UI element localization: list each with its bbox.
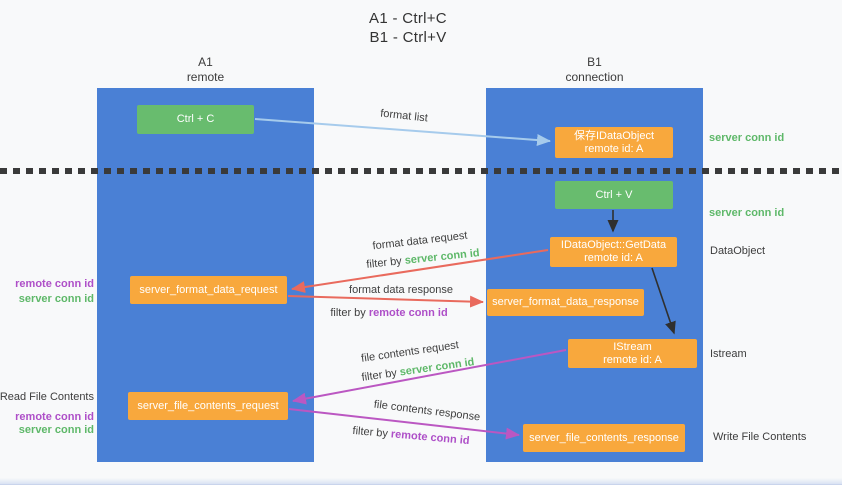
server-file-contents-response-label: server_file_contents_response xyxy=(529,431,679,444)
filter-by-text: filter by xyxy=(360,366,401,384)
label-read-file-contents: Read File Contents xyxy=(0,391,94,403)
node-server-format-data-request: server_format_data_request xyxy=(130,276,287,304)
title-line-1: A1 - Ctrl+C xyxy=(369,10,447,27)
remote-conn-id-text: remote conn id xyxy=(390,428,470,448)
page-bottom-edge xyxy=(0,478,842,485)
label-write-file-contents: Write File Contents xyxy=(713,431,807,443)
save-idataobject-line2: remote id: A xyxy=(584,142,644,155)
filter-by-text: filter by xyxy=(330,307,369,319)
node-ctrl-v: Ctrl + V xyxy=(555,181,673,209)
label-dataobject: DataObject xyxy=(710,245,766,257)
node-istream: IStream remote id: A xyxy=(568,339,697,368)
node-server-format-data-response: server_format_data_response xyxy=(487,289,644,316)
server-file-contents-request-label: server_file_contents_request xyxy=(137,399,279,412)
node-ctrl-c: Ctrl + C xyxy=(137,105,254,134)
node-save-idataobject: 保存IDataObject remote id: A xyxy=(555,127,673,158)
lane-b1-name: B1 xyxy=(587,55,602,69)
ctrl-v-label: Ctrl + V xyxy=(595,188,633,201)
filter-by-text: filter by xyxy=(365,254,406,271)
lane-b1-subtitle: connection xyxy=(565,70,624,84)
arrow-format-data-response xyxy=(287,295,484,308)
title-line-2: B1 - Ctrl+V xyxy=(369,29,447,46)
filter-by-text: filter by xyxy=(352,424,392,441)
label-filter-by-remote-conn-id-2: filter by remote conn id xyxy=(352,425,470,447)
istream-line1: IStream xyxy=(613,340,652,353)
node-server-file-contents-response: server_file_contents_response xyxy=(523,424,685,452)
session-divider-line xyxy=(0,168,842,174)
label-server-conn-id-left-2: server conn id xyxy=(18,424,94,436)
label-server-conn-id-left-1: server conn id xyxy=(18,293,94,305)
ctrl-c-label: Ctrl + C xyxy=(176,113,215,125)
label-remote-conn-id-left-1: remote conn id xyxy=(15,278,94,290)
server-format-data-request-label: server_format_data_request xyxy=(139,283,278,296)
istream-line2: remote id: A xyxy=(603,353,662,366)
label-format-list: format list xyxy=(379,107,429,125)
save-idataobject-line1: 保存IDataObject xyxy=(573,129,655,142)
getdata-line2: remote id: A xyxy=(584,252,643,264)
label-server-conn-id-mid-right: server conn id xyxy=(709,207,785,219)
server-format-data-response-label: server_format_data_response xyxy=(492,296,639,308)
lane-a1-subtitle: remote xyxy=(186,70,225,84)
label-server-conn-id-top-right: server conn id xyxy=(709,132,785,144)
lane-a1-name: A1 xyxy=(198,55,213,69)
label-format-data-response: format data response xyxy=(349,284,453,296)
label-file-contents-response: file contents response xyxy=(373,398,481,424)
lane-header-a1-remote: A1 remote xyxy=(97,55,314,85)
server-conn-id-text: server conn id xyxy=(404,247,481,267)
label-filter-by-remote-conn-id-1: filter by remote conn id xyxy=(330,307,447,319)
label-istream-side: Istream xyxy=(710,348,747,360)
node-server-file-contents-request: server_file_contents_request xyxy=(128,392,288,420)
diagram-title: A1 - Ctrl+C B1 - Ctrl+V xyxy=(0,9,816,47)
remote-conn-id-text: remote conn id xyxy=(368,307,448,319)
node-idataobject-getdata: IDataObject::GetData remote id: A xyxy=(550,237,677,267)
server-conn-id-text: server conn id xyxy=(398,356,476,379)
getdata-line1: IDataObject::GetData xyxy=(560,239,667,251)
label-remote-conn-id-left-2: remote conn id xyxy=(15,411,94,423)
lane-header-b1-connection: B1 connection xyxy=(486,55,703,85)
